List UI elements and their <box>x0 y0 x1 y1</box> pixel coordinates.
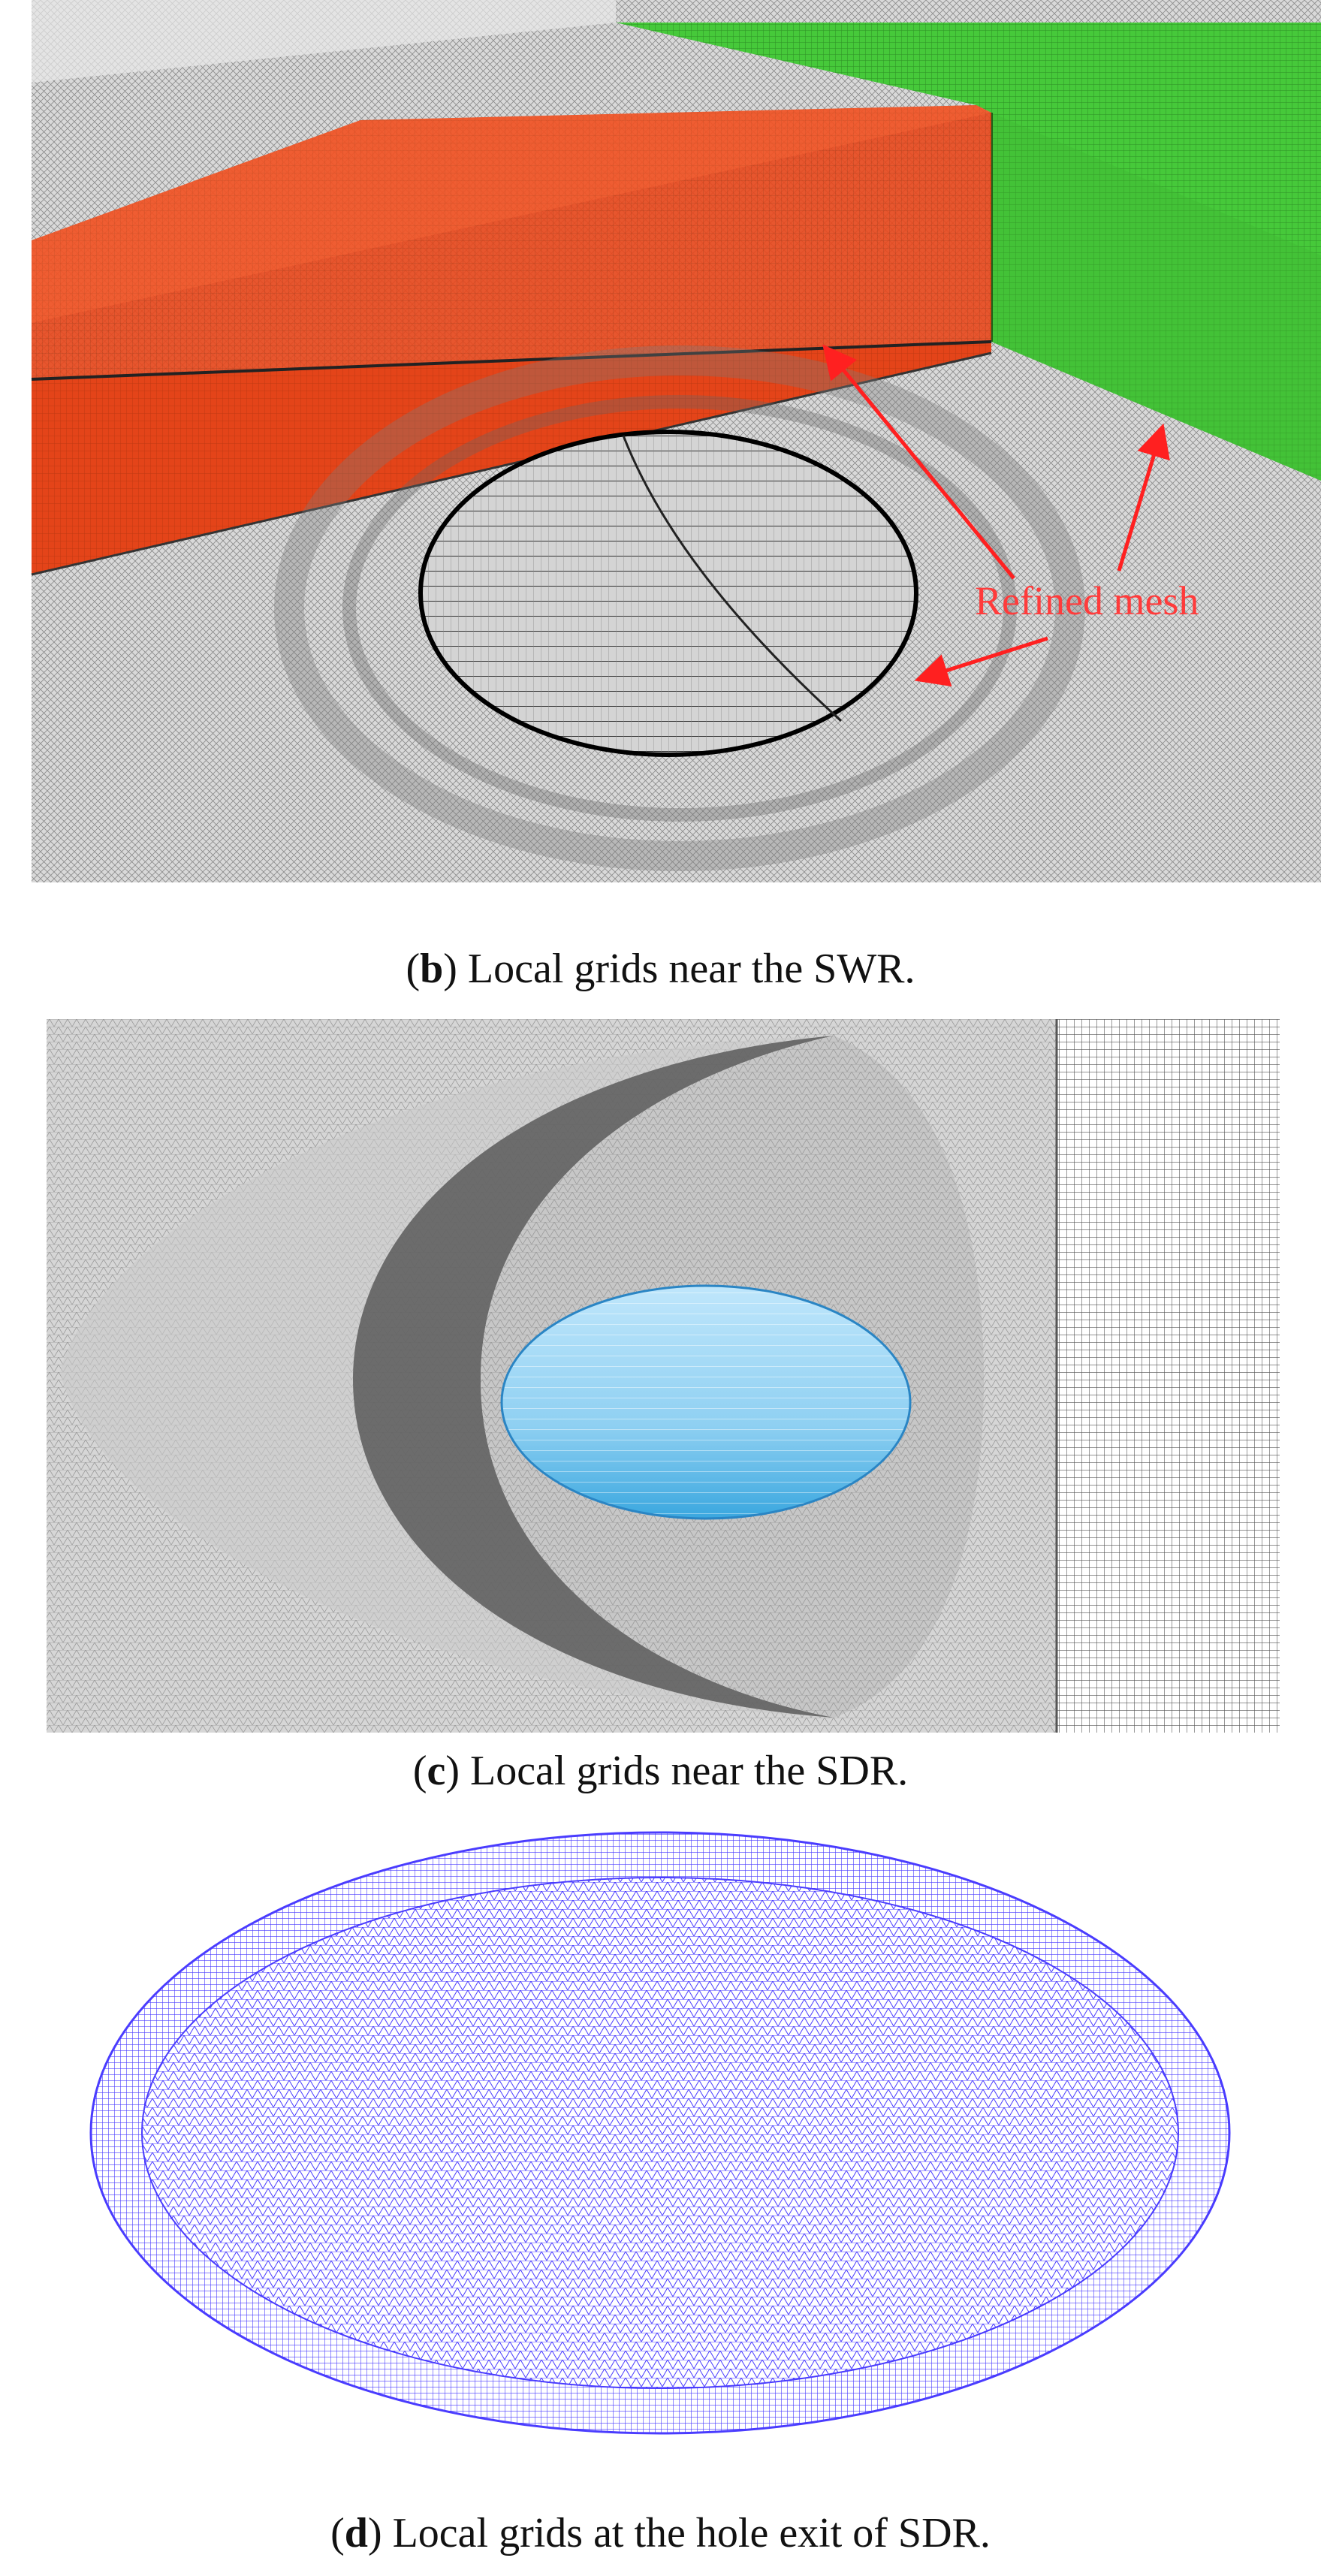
panel-c-figure <box>47 1019 1280 1733</box>
panel-b-figure: Refined mesh <box>31 0 1321 882</box>
refined-mesh-label: Refined mesh <box>975 578 1199 623</box>
caption-c: (c) Local grids near the SDR. <box>412 1748 909 1794</box>
dark-crescent-band <box>353 1036 834 1718</box>
inner-unstructured-mesh <box>142 1878 1178 2388</box>
green-wall <box>616 23 1321 481</box>
refined-mesh-arrows <box>822 344 1170 687</box>
caption-d: (d) Local grids at the hole exit of SDR. <box>330 2510 991 2556</box>
orange-block-top <box>32 105 991 379</box>
caption-b: (b) Local grids near the SWR. <box>406 946 915 992</box>
panel-d-figure <box>89 1831 1231 2435</box>
